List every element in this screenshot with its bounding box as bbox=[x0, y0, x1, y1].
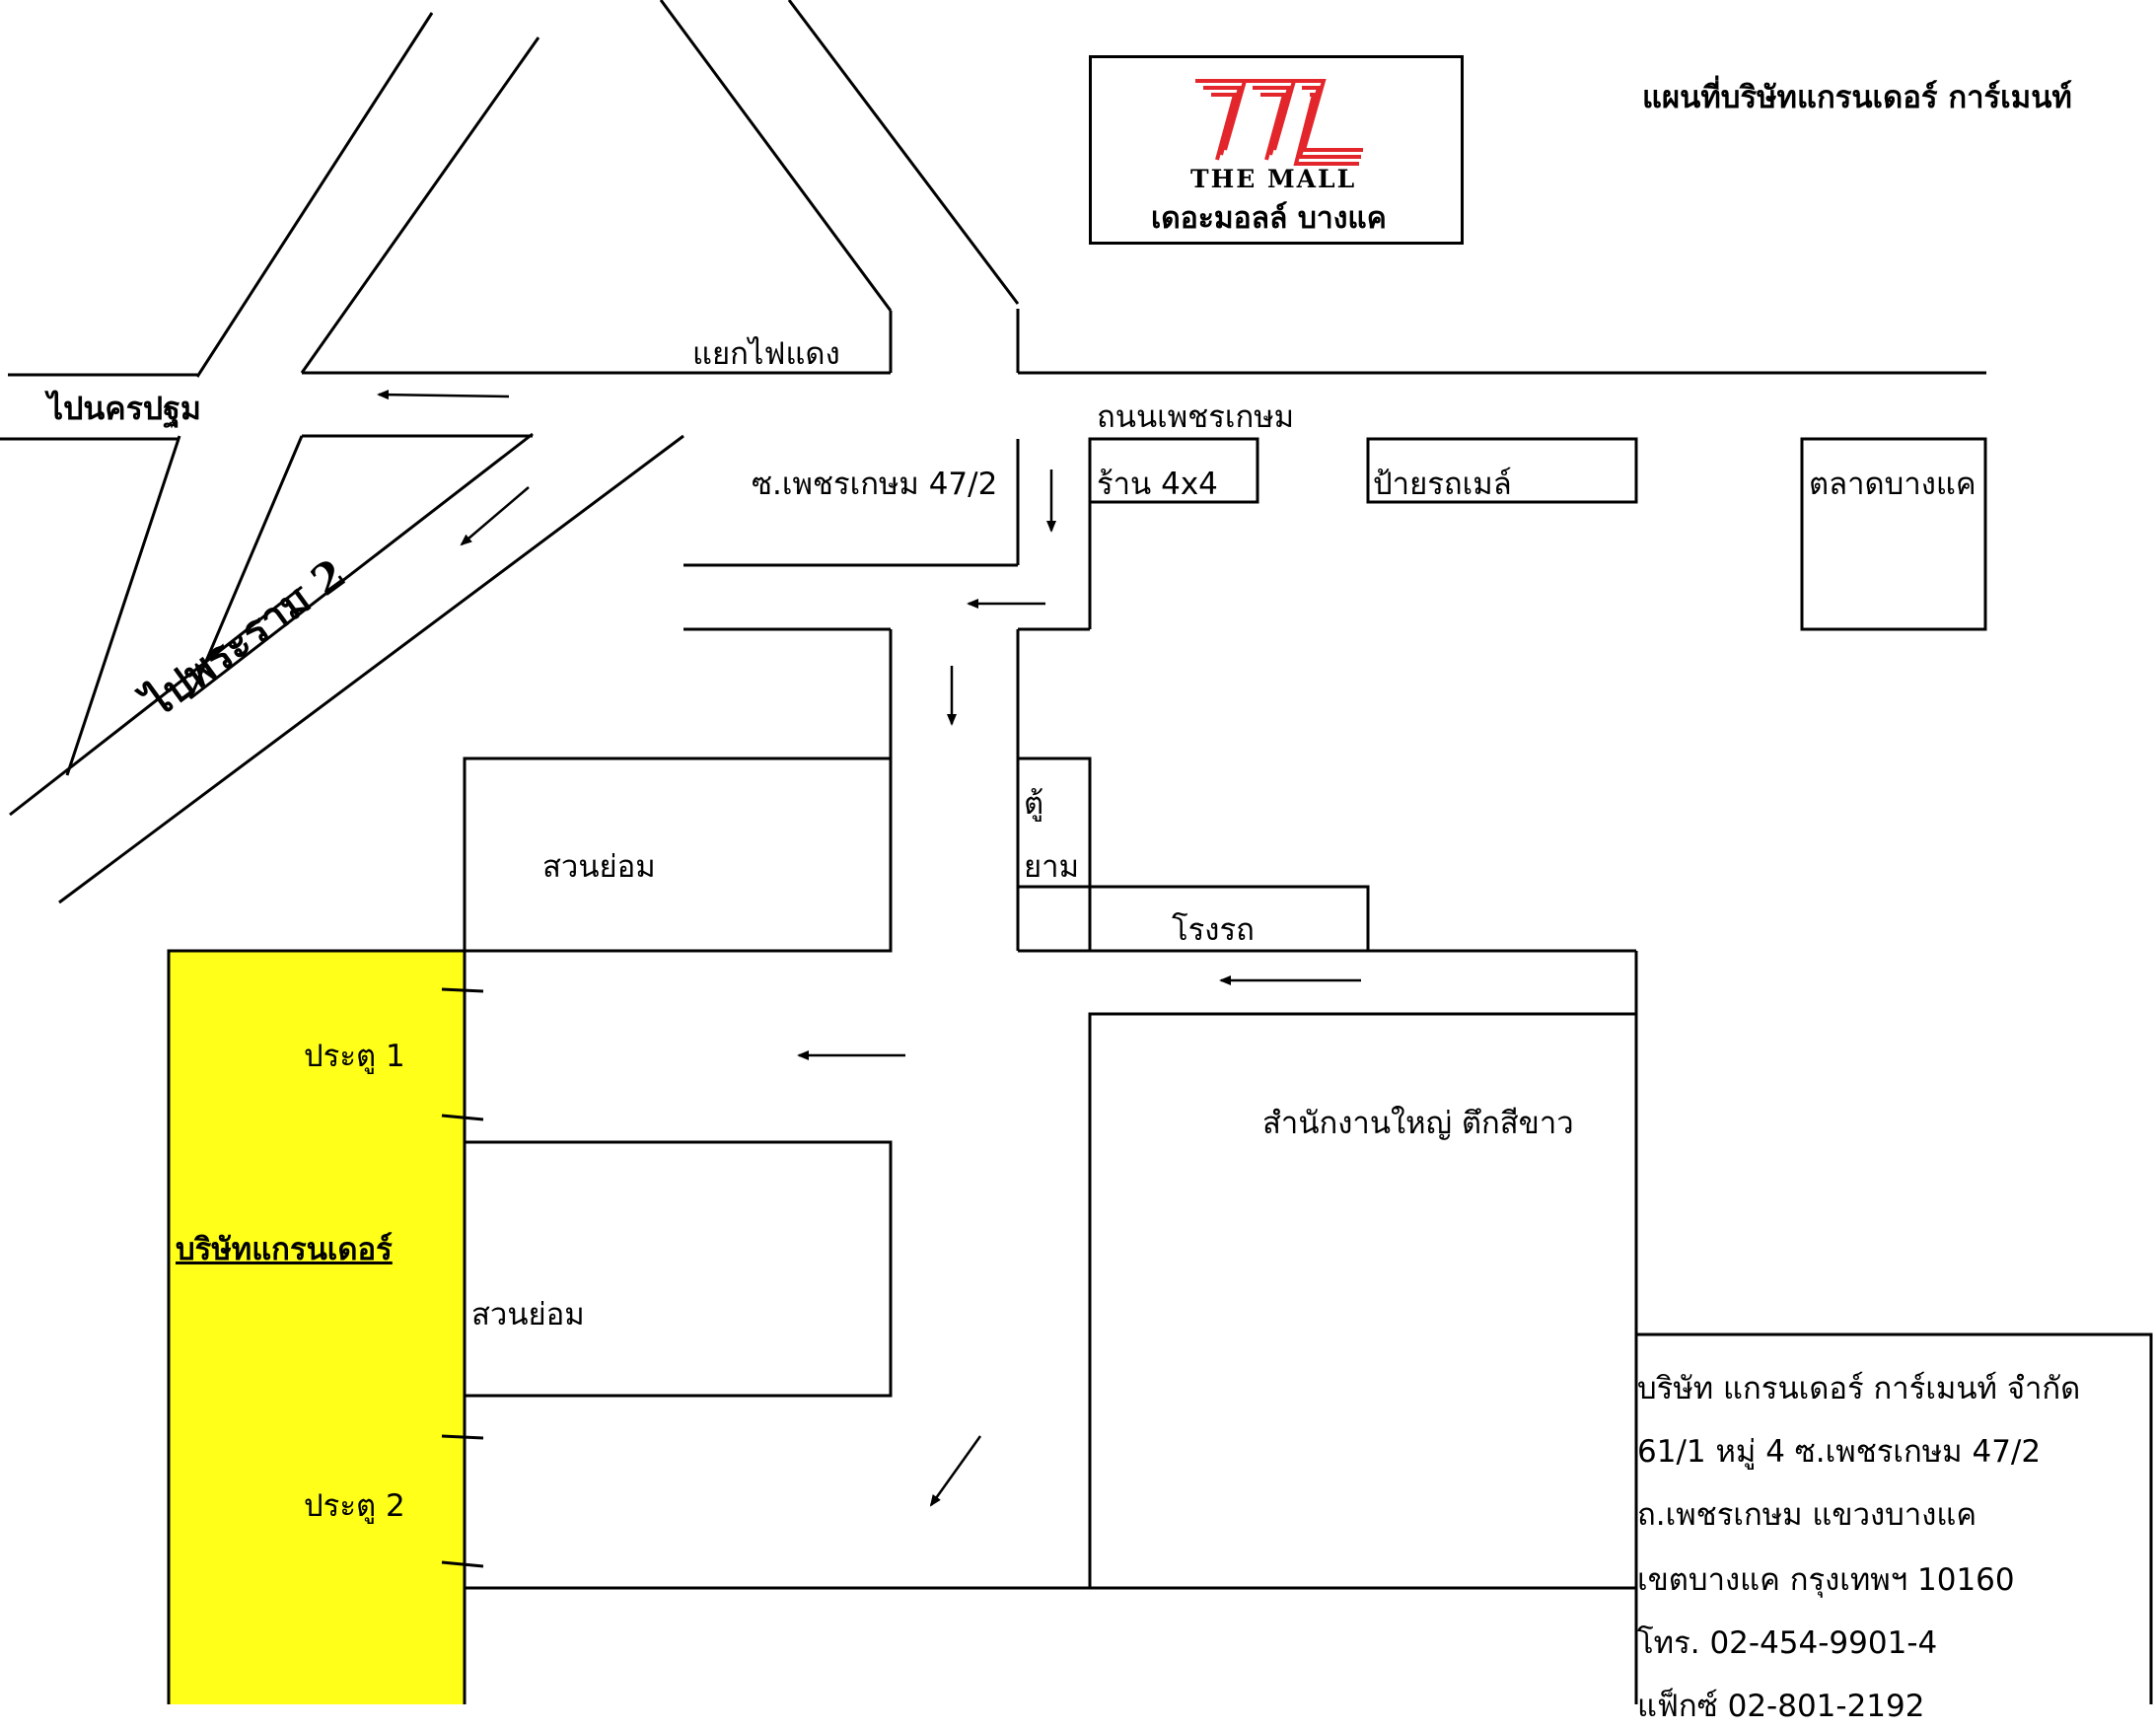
road-line bbox=[188, 435, 304, 699]
road-line bbox=[9, 585, 303, 817]
label-soi: ซ.เพชรเกษม 47/2 bbox=[752, 467, 998, 502]
label-company: บริษัทแกรนเดอร์ bbox=[176, 1232, 393, 1267]
road-line bbox=[58, 434, 684, 904]
garden-2-box bbox=[463, 1140, 893, 1398]
the-mall-logo-box: THE MALL เดอะมอลล์ บางแค bbox=[1089, 55, 1464, 245]
label-garden-2: สวนย่อม bbox=[471, 1297, 585, 1333]
address-line: แฟ็กซ์ 02-801-2192 bbox=[1637, 1689, 1925, 1724]
gate-tick bbox=[441, 1114, 484, 1121]
label-bangkhae-market: ตลาดบางแค bbox=[1809, 467, 1976, 502]
address-line: เขตบางแค กรุงเทพฯ 10160 bbox=[1637, 1562, 2015, 1598]
the-mall-logo-icon bbox=[1195, 79, 1363, 166]
road-line bbox=[65, 435, 181, 776]
page-title: แผนที่บริษัทแกรนเดอร์ การ์เมนท์ bbox=[1642, 80, 2072, 115]
shop-4x4-box bbox=[1088, 437, 1259, 504]
guard-booth-box bbox=[1016, 757, 1092, 889]
label-gate-1: ประตู 1 bbox=[304, 1039, 405, 1074]
direction-arrow bbox=[377, 390, 510, 400]
road-line bbox=[195, 12, 434, 378]
address-line: 61/1 หมู่ 4 ซ.เพชรเกษม 47/2 bbox=[1637, 1434, 2042, 1470]
label-guard-booth-1: ตู้ bbox=[1024, 786, 1044, 822]
direction-arrow bbox=[929, 1435, 982, 1507]
label-phetkasem-road: ถนนเพชรเกษม bbox=[1097, 399, 1295, 435]
gate-tick bbox=[441, 1434, 484, 1440]
label-traffic-light: แยกไฟแดง bbox=[692, 336, 840, 372]
label-shop-4x4: ร้าน 4x4 bbox=[1097, 467, 1218, 502]
road-line bbox=[659, 0, 893, 312]
the-mall-caption: เดอะมอลล์ บางแค bbox=[1151, 201, 1387, 236]
address-box bbox=[1634, 1333, 2153, 1704]
label-garage: โรงรถ bbox=[1172, 912, 1255, 948]
address-line: ถ.เพชรเกษม แขวงบางแค bbox=[1637, 1497, 1977, 1533]
address-line: บริษัท แกรนเดอร์ การ์เมนท์ จำกัด bbox=[1637, 1371, 2081, 1406]
label-bus-stop: ป้ายรถเมล์ bbox=[1373, 467, 1512, 502]
market-box bbox=[1800, 437, 1987, 631]
gate-tick bbox=[441, 987, 484, 993]
head-office-box bbox=[1088, 1012, 1638, 1590]
label-garden-1: สวนย่อม bbox=[542, 849, 656, 885]
road-line bbox=[189, 432, 534, 700]
road-line bbox=[300, 36, 540, 374]
direction-arrow bbox=[460, 486, 530, 546]
label-gate-2: ประตู 2 bbox=[304, 1488, 405, 1524]
label-guard-booth-2: ยาม bbox=[1024, 849, 1080, 885]
gate-tick bbox=[441, 1560, 484, 1568]
bus-stop-box bbox=[1366, 437, 1638, 504]
road-line bbox=[787, 0, 1020, 305]
label-to-nakhon-pathom: ไปนครปฐม bbox=[47, 390, 201, 427]
address-line: โทร. 02-454-9901-4 bbox=[1637, 1625, 1938, 1661]
label-head-office: สำนักงานใหญ่ ตึกสีขาว bbox=[1262, 1106, 1574, 1141]
brand-name: THE MALL bbox=[1190, 165, 1357, 193]
garden-1-box bbox=[463, 757, 893, 953]
company-building bbox=[167, 949, 467, 1704]
